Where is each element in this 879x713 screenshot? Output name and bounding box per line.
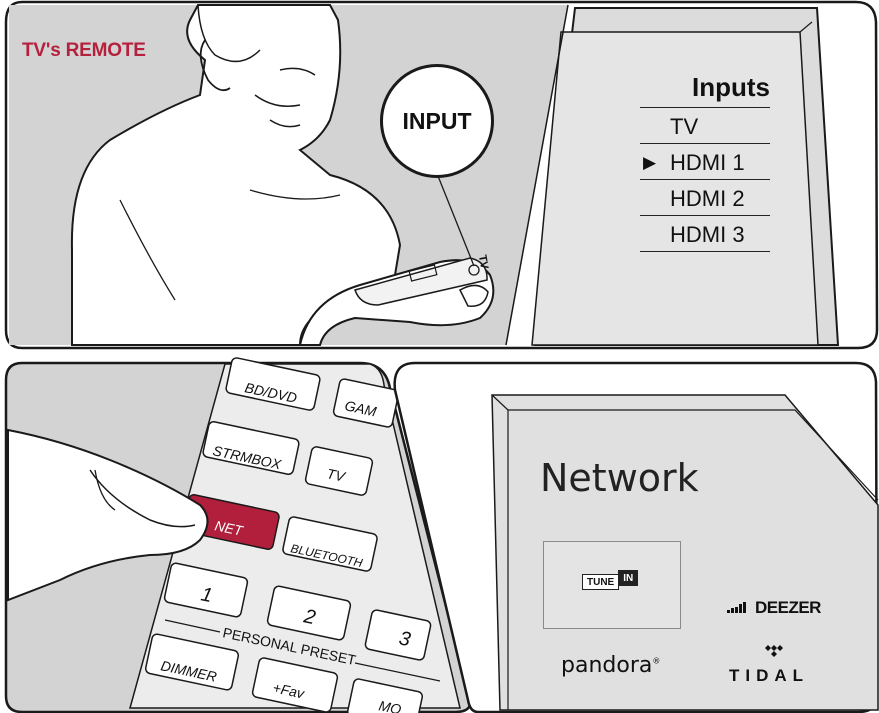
remote-key-mode [346, 678, 424, 713]
remote-key-strmbox [202, 421, 300, 475]
remote-key-tv [304, 446, 374, 496]
inputs-menu-title: Inputs [640, 72, 770, 108]
pandora-label: pandora [561, 653, 653, 678]
remote-key-dimmer [144, 633, 240, 691]
input-button-callout: INPUT [380, 64, 494, 178]
deezer-label: DEEZER [755, 598, 821, 617]
tidal-diamonds-icon [765, 645, 783, 657]
network-screen [491, 394, 879, 711]
inputs-menu-item-tv[interactable]: TV [640, 108, 770, 144]
remote-key-bd-dvd [225, 357, 321, 411]
remote-key-fav [251, 657, 339, 713]
finger [7, 428, 209, 602]
remote-key-3 [364, 609, 432, 661]
svg-text:1: 1 [199, 583, 214, 607]
remote-key-game [332, 378, 400, 428]
svg-text:3: 3 [397, 627, 412, 651]
remote-key-bluetooth [282, 516, 378, 572]
svg-text:MO: MO [377, 697, 402, 713]
inputs-menu: Inputs TV ▶HDMI 1 HDMI 2 HDMI 3 [640, 72, 770, 252]
svg-text:2: 2 [301, 605, 317, 629]
selected-arrow-icon: ▶ [643, 153, 657, 172]
remote-key-2 [266, 585, 352, 641]
svg-text:TV: TV [325, 465, 347, 485]
remote-key-1 [163, 562, 249, 618]
tv-remote-label: TV's REMOTE [22, 40, 146, 61]
network-title: Network [540, 456, 699, 500]
inputs-menu-item-hdmi1[interactable]: ▶HDMI 1 [640, 144, 770, 180]
remote-tv-mark: TV [475, 254, 491, 270]
svg-text:+Fav: +Fav [271, 679, 306, 701]
service-deezer[interactable]: DEEZER [727, 598, 821, 618]
svg-text:NET: NET [213, 517, 245, 539]
inputs-menu-item-hdmi2[interactable]: HDMI 2 [640, 180, 770, 216]
service-pandora[interactable]: pandora® [561, 653, 661, 678]
deezer-bars-icon [727, 602, 746, 613]
input-button-label: INPUT [402, 107, 472, 134]
svg-text:GAM: GAM [343, 397, 378, 419]
inputs-menu-item-hdmi3[interactable]: HDMI 3 [640, 216, 770, 252]
service-tidal[interactable]: TIDAL [729, 666, 810, 685]
